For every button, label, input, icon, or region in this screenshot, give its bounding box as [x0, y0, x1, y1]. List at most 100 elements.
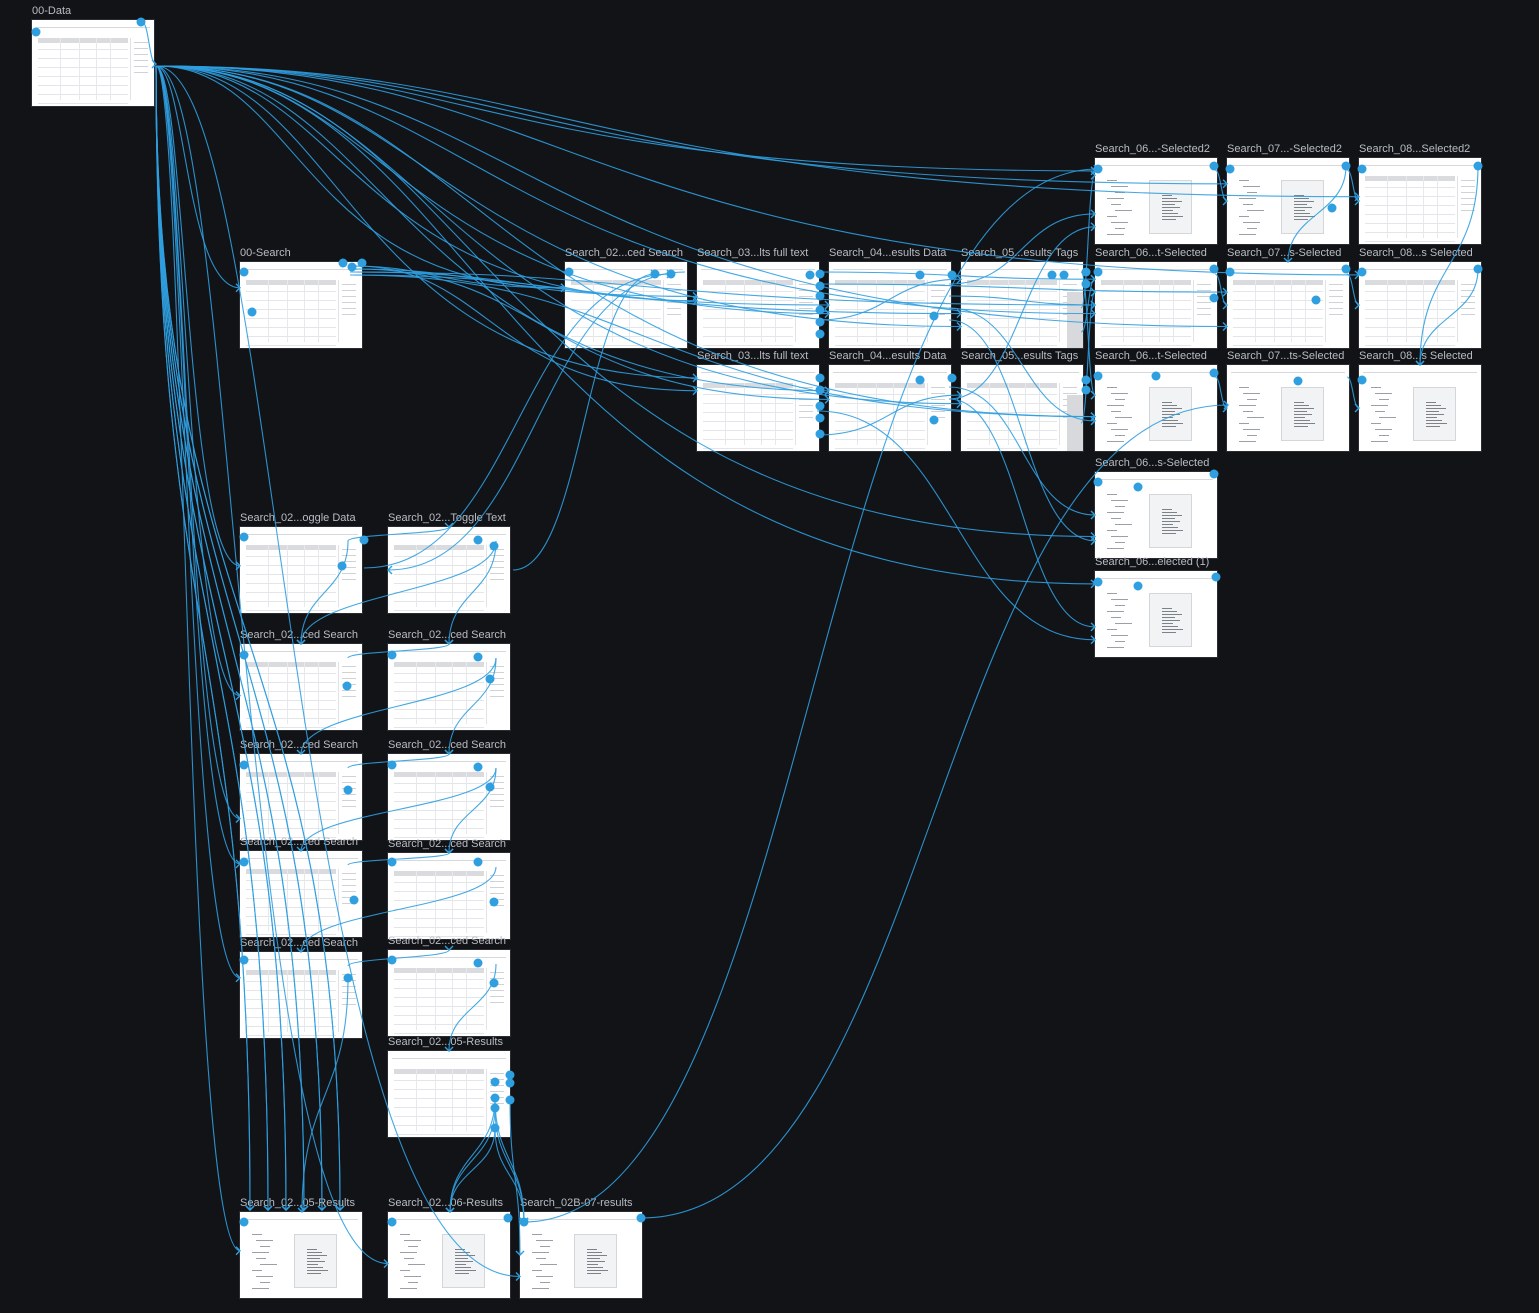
- artboard-a33[interactable]: Search_02B-07-results: [520, 1197, 642, 1298]
- artboard-thumbnail[interactable]: [1095, 365, 1217, 451]
- artboard-label[interactable]: Search_04...esults Data: [829, 350, 947, 362]
- artboard-thumbnail[interactable]: [240, 527, 362, 613]
- artboard-label[interactable]: Search_02...ced Search: [240, 937, 359, 949]
- artboard-label[interactable]: Search_04...esults Data: [829, 247, 947, 259]
- artboard-a31[interactable]: Search_02...05-Results: [240, 1197, 362, 1298]
- artboard-thumbnail[interactable]: [388, 950, 510, 1036]
- artboard-a29[interactable]: Search_02...ced Search: [388, 935, 510, 1036]
- artboard-label[interactable]: Search_08...s Selected: [1359, 247, 1473, 259]
- artboard-thumbnail[interactable]: [388, 644, 510, 730]
- artboard-label[interactable]: Search_02B-07-results: [520, 1197, 633, 1209]
- artboard-a3[interactable]: Search_03...lts full text: [697, 247, 819, 348]
- artboard-a14[interactable]: Search_05...esults Tags: [961, 350, 1083, 451]
- artboard-a0[interactable]: 00-Data: [32, 5, 154, 106]
- artboard-a22[interactable]: Search_02...ced Search: [240, 629, 362, 730]
- artboard-thumbnail[interactable]: [697, 365, 819, 451]
- artboard-label[interactable]: Search_07...s-Selected: [1227, 247, 1342, 259]
- artboard-label[interactable]: Search_06...s-Selected: [1095, 457, 1210, 469]
- artboard-a1[interactable]: 00-Search: [240, 247, 362, 348]
- artboard-a23[interactable]: Search_02...ced Search: [388, 629, 510, 730]
- artboard-label[interactable]: Search_02...05-Results: [240, 1197, 355, 1209]
- artboard-thumbnail[interactable]: [829, 365, 951, 451]
- artboard-a15[interactable]: Search_06...t-Selected: [1095, 350, 1217, 451]
- artboard-label[interactable]: Search_03...lts full text: [697, 247, 809, 259]
- artboard-a17[interactable]: Search_08...s Selected: [1359, 350, 1481, 451]
- artboard-label[interactable]: Search_07...-Selected2: [1227, 143, 1342, 155]
- artboard-thumbnail[interactable]: [829, 262, 951, 348]
- artboard-a20[interactable]: Search_02...oggle Data: [240, 512, 362, 613]
- artboard-thumbnail[interactable]: [1227, 365, 1349, 451]
- artboard-a2[interactable]: Search_02...ced Search: [565, 247, 687, 348]
- artboard-thumbnail[interactable]: [1095, 262, 1217, 348]
- artboard-thumbnail[interactable]: [520, 1212, 642, 1298]
- artboard-a8[interactable]: Search_08...Selected2: [1359, 143, 1481, 244]
- artboard-thumbnail[interactable]: [240, 952, 362, 1038]
- artboard-thumbnail[interactable]: [240, 1212, 362, 1298]
- artboard-label[interactable]: 00-Data: [32, 5, 72, 17]
- artboard-thumbnail[interactable]: [1359, 262, 1481, 348]
- artboard-label[interactable]: Search_05...esults Tags: [961, 247, 1079, 259]
- artboard-label[interactable]: Search_02...ced Search: [388, 629, 507, 641]
- artboard-a27[interactable]: Search_02...ced Search: [388, 838, 510, 939]
- artboard-a25[interactable]: Search_02...ced Search: [388, 739, 510, 840]
- artboard-thumbnail[interactable]: [961, 262, 1083, 348]
- artboard-label[interactable]: Search_08...s Selected: [1359, 350, 1473, 362]
- artboard-a21[interactable]: Search_02...Toggle Text: [388, 512, 510, 613]
- artboard-thumbnail[interactable]: [961, 365, 1083, 451]
- artboard-a32[interactable]: Search_02...06-Results: [388, 1197, 510, 1298]
- artboard-label[interactable]: Search_06...-Selected2: [1095, 143, 1210, 155]
- artboard-thumbnail[interactable]: [1095, 571, 1217, 657]
- artboard-label[interactable]: Search_02...oggle Data: [240, 512, 356, 524]
- artboard-thumbnail[interactable]: [1095, 158, 1217, 244]
- artboard-thumbnail[interactable]: [32, 20, 154, 106]
- artboard-thumbnail[interactable]: [697, 262, 819, 348]
- artboard-a9[interactable]: Search_06...t-Selected: [1095, 247, 1217, 348]
- artboard-thumbnail[interactable]: [240, 262, 362, 348]
- artboard-a5[interactable]: Search_05...esults Tags: [961, 247, 1083, 348]
- artboard-thumbnail[interactable]: [1359, 365, 1481, 451]
- artboard-a28[interactable]: Search_02...ced Search: [240, 937, 362, 1038]
- artboard-a30[interactable]: Search_02...05-Results: [388, 1036, 510, 1137]
- artboard-thumbnail[interactable]: [388, 1051, 510, 1137]
- artboard-a13[interactable]: Search_04...esults Data: [829, 350, 951, 451]
- artboard-label[interactable]: Search_02...06-Results: [388, 1197, 503, 1209]
- artboard-label[interactable]: Search_05...esults Tags: [961, 350, 1079, 362]
- artboard-a6[interactable]: Search_06...-Selected2: [1095, 143, 1217, 244]
- artboard-label[interactable]: Search_02...Toggle Text: [388, 512, 506, 524]
- artboard-a19[interactable]: Search_06...elected (1): [1095, 556, 1217, 657]
- artboard-thumbnail[interactable]: [1095, 472, 1217, 558]
- artboard-a11[interactable]: Search_08...s Selected: [1359, 247, 1481, 348]
- artboard-thumbnail[interactable]: [240, 644, 362, 730]
- artboard-label[interactable]: Search_06...elected (1): [1095, 556, 1210, 568]
- artboard-label[interactable]: Search_03...lts full text: [697, 350, 809, 362]
- artboard-thumbnail[interactable]: [240, 851, 362, 937]
- artboard-a16[interactable]: Search_07...ts-Selected: [1227, 350, 1349, 451]
- artboard-thumbnail[interactable]: [1227, 262, 1349, 348]
- artboard-label[interactable]: Search_02...ced Search: [240, 739, 359, 751]
- artboard-label[interactable]: Search_08...Selected2: [1359, 143, 1471, 155]
- artboard-thumbnail[interactable]: [1359, 158, 1481, 244]
- artboard-a7[interactable]: Search_07...-Selected2: [1227, 143, 1349, 244]
- artboard-thumbnail[interactable]: [388, 853, 510, 939]
- artboard-label[interactable]: Search_02...ced Search: [565, 247, 684, 259]
- artboard-label[interactable]: 00-Search: [240, 247, 291, 259]
- artboard-label[interactable]: Search_02...ced Search: [388, 739, 507, 751]
- artboard-a10[interactable]: Search_07...s-Selected: [1227, 247, 1349, 348]
- artboard-thumbnail[interactable]: [388, 754, 510, 840]
- artboard-thumbnail[interactable]: [388, 1212, 510, 1298]
- artboard-label[interactable]: Search_02...ced Search: [388, 838, 507, 850]
- artboard-thumbnail[interactable]: [388, 527, 510, 613]
- artboard-a12[interactable]: Search_03...lts full text: [697, 350, 819, 451]
- artboard-a4[interactable]: Search_04...esults Data: [829, 247, 951, 348]
- artboard-label[interactable]: Search_06...t-Selected: [1095, 247, 1207, 259]
- artboard-a26[interactable]: Search_02...ced Search: [240, 836, 362, 937]
- artboard-thumbnail[interactable]: [1227, 158, 1349, 244]
- artboard-label[interactable]: Search_07...ts-Selected: [1227, 350, 1345, 362]
- artboard-label[interactable]: Search_02...ced Search: [240, 629, 359, 641]
- artboard-label[interactable]: Search_02...ced Search: [388, 935, 507, 947]
- artboard-thumbnail[interactable]: [565, 262, 687, 348]
- artboard-a18[interactable]: Search_06...s-Selected: [1095, 457, 1217, 558]
- artboard-label[interactable]: Search_06...t-Selected: [1095, 350, 1207, 362]
- artboard-label[interactable]: Search_02...ced Search: [240, 836, 359, 848]
